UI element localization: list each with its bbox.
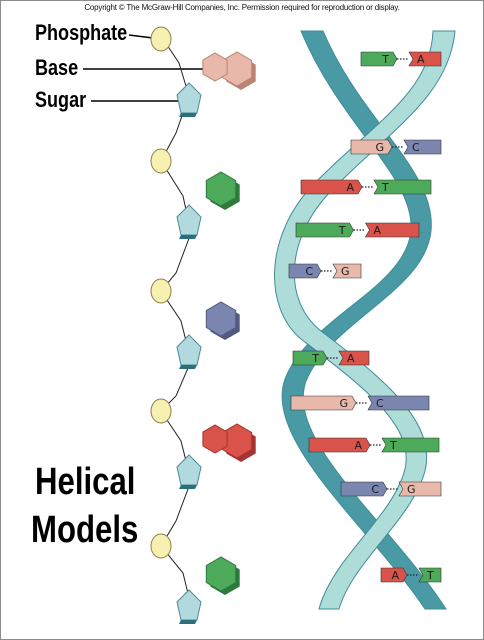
base-letter-left: C	[305, 265, 313, 278]
base-label: Base	[35, 55, 79, 80]
sugar-shadow	[179, 113, 197, 117]
base-bar-right	[403, 139, 442, 155]
sugar-pentagon	[176, 82, 202, 114]
base-letter-right: T	[381, 181, 389, 194]
base-bar-right	[373, 179, 432, 195]
base-bar-left	[288, 263, 322, 279]
nucleotide-strand	[150, 26, 256, 624]
base-bar-left	[290, 395, 357, 411]
base-letter-left: A	[391, 569, 399, 582]
base-bar-right	[398, 481, 442, 497]
title-line-1: Helical	[35, 461, 136, 503]
base-bar-left	[300, 179, 363, 195]
base-hexagon	[205, 301, 237, 337]
base-bar-left	[308, 437, 371, 453]
base-ring	[202, 52, 228, 82]
base-letter-left: A	[354, 439, 362, 452]
phosphate-circle	[150, 148, 172, 174]
sugar-pentagon	[176, 454, 202, 486]
phosphate-circle	[150, 533, 172, 559]
sugar-shadow	[179, 235, 197, 239]
base-ring	[202, 424, 228, 454]
base-hexagon	[205, 556, 237, 592]
base-letter-right: G	[341, 265, 350, 278]
sugar-shadow	[179, 620, 197, 624]
base-letter-right: A	[417, 53, 425, 66]
phosphate-circle	[150, 26, 172, 52]
copyright-notice: Copyright © The McGraw-Hill Companies, I…	[84, 3, 400, 12]
base-bar-left	[295, 222, 354, 238]
base-letter-left: T	[381, 53, 389, 66]
base-bar-left	[380, 567, 408, 583]
title-line-2: Models	[31, 509, 139, 551]
base-letter-right: T	[426, 569, 434, 582]
sugar-label: Sugar	[35, 87, 87, 112]
base-letter-right: C	[412, 141, 420, 154]
phosphate-circle	[150, 278, 172, 304]
base-letter-right: G	[407, 483, 416, 496]
base-letter-left: G	[375, 141, 384, 154]
base-letter-left: C	[371, 483, 379, 496]
base-letter-right: C	[376, 397, 384, 410]
phosphate-circle	[150, 398, 172, 424]
base-letter-left: A	[346, 181, 354, 194]
base-bar-right	[338, 350, 370, 366]
base-bar-left	[360, 51, 398, 67]
sugar-pentagon	[176, 334, 202, 366]
base-hexagon	[205, 171, 237, 207]
phosphate-label: Phosphate	[35, 20, 128, 45]
base-bar-right	[367, 395, 430, 411]
base-bar-right	[364, 222, 420, 238]
base-bar-right	[332, 263, 362, 279]
base-bar-left	[340, 481, 388, 497]
base-letter-left: T	[338, 224, 346, 237]
base-letter-left: T	[311, 352, 319, 365]
sugar-pentagon	[176, 589, 202, 621]
base-letter-right: A	[347, 352, 355, 365]
backbone-line	[160, 38, 192, 607]
base-bar-right	[418, 567, 442, 583]
base-bar-left	[350, 139, 393, 155]
base-bar-right	[381, 437, 440, 453]
base-letter-right: A	[374, 224, 382, 237]
base-bar-right	[408, 51, 442, 67]
base-letter-right: T	[389, 439, 397, 452]
base-bar-left	[292, 350, 328, 366]
sugar-shadow	[179, 365, 197, 369]
base-letter-left: G	[339, 397, 348, 410]
sugar-shadow	[179, 485, 197, 489]
sugar-pentagon	[176, 204, 202, 236]
